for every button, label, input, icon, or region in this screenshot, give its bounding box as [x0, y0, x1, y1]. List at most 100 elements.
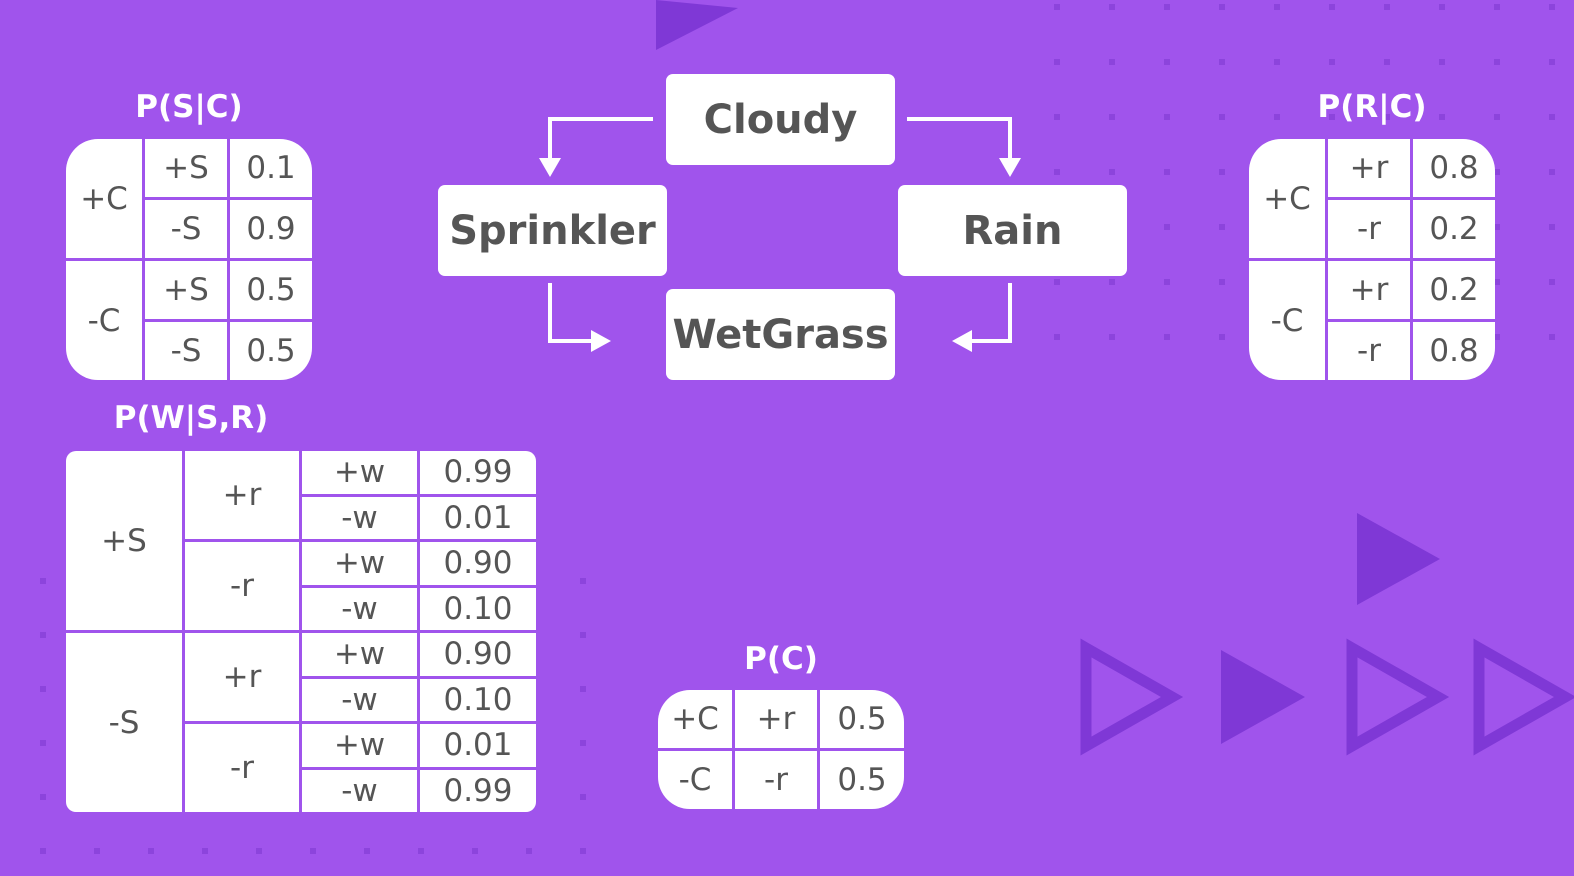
table-cell: 0.01	[420, 496, 536, 539]
table-cell: 0.8	[1413, 322, 1495, 380]
edge-cloudy-sprinkler	[548, 117, 653, 160]
decoration-dot	[148, 848, 154, 854]
decoration-dot	[1384, 59, 1390, 65]
play-triangle-icon	[1221, 650, 1305, 744]
decoration-dot	[1439, 4, 1445, 10]
table-cell: 0.2	[1413, 200, 1495, 258]
play-triangle-icon	[1357, 513, 1440, 605]
cpt-wetgrass-given-sprinkler-rain: +S +r +w 0.99 -w 0.01 -r +w 0.90 -w 0.10…	[66, 451, 536, 812]
decoration-dot	[1054, 4, 1060, 10]
decoration-dot	[1164, 59, 1170, 65]
decoration-dot	[1164, 114, 1170, 120]
decoration-dot	[1219, 334, 1225, 340]
decoration-dot	[1494, 169, 1500, 175]
table-cell: +r	[185, 451, 299, 539]
table-cell: +w	[302, 542, 417, 585]
table-title: P(W|S,R)	[113, 400, 269, 436]
table-cell: +w	[302, 724, 417, 767]
table-cell: 0.99	[420, 769, 536, 812]
decoration-dot	[1109, 334, 1115, 340]
decoration-dot	[1109, 114, 1115, 120]
decoration-dot	[1494, 279, 1500, 285]
decoration-dot	[1219, 4, 1225, 10]
decoration-dot	[1274, 59, 1280, 65]
play-outline-icon	[1473, 638, 1574, 756]
decoration-dot	[1274, 4, 1280, 10]
decoration-dot	[364, 848, 370, 854]
arrowhead-icon	[539, 158, 561, 177]
decoration-dot	[1549, 334, 1555, 340]
decoration-dot	[1384, 114, 1390, 120]
decoration-dot	[418, 848, 424, 854]
table-title: P(S|C)	[135, 89, 243, 125]
diagram-edges	[548, 117, 1012, 343]
table-cell: -C	[1249, 261, 1325, 380]
decoration-dot	[1054, 59, 1060, 65]
decoration-dot	[202, 848, 208, 854]
table-cell: 0.5	[820, 690, 904, 748]
table-cell: +r	[1328, 139, 1410, 197]
table-cell: -w	[302, 496, 417, 539]
table-cell: -C	[658, 751, 732, 809]
decoration-dot	[1219, 224, 1225, 230]
decoration-dot	[580, 686, 586, 692]
table-cell: +S	[66, 451, 182, 630]
table-cell: +C	[66, 139, 142, 258]
decoration-dot	[1109, 279, 1115, 285]
cpt-rain-given-cloudy: +C +r 0.8 -r 0.2 -C +r 0.2 -r 0.8	[1249, 139, 1495, 380]
decoration-dot	[1494, 334, 1500, 340]
table-cell: +w	[302, 633, 417, 676]
table-cell: -w	[302, 678, 417, 721]
table-cell: +r	[1328, 261, 1410, 319]
node-rain: Rain	[898, 185, 1127, 276]
decoration-dot	[40, 740, 46, 746]
table-cell: 0.90	[420, 633, 536, 676]
table-cell: +S	[145, 139, 227, 197]
table-cell: 0.10	[420, 678, 536, 721]
table-cell: 0.2	[1413, 261, 1495, 319]
decoration-dot	[1329, 4, 1335, 10]
decoration-dot	[580, 578, 586, 584]
table-cell: 0.1	[230, 139, 312, 197]
table-cell: -S	[66, 633, 182, 812]
table-cell: +w	[302, 451, 417, 494]
edge-rain-wetgrass	[969, 283, 1012, 343]
table-cell: +C	[658, 690, 732, 748]
table-title: P(R|C)	[1317, 89, 1427, 125]
decoration-dot	[1329, 114, 1335, 120]
arrowhead-icon	[952, 330, 972, 352]
decoration-dot	[1164, 334, 1170, 340]
decoration-dot	[1219, 169, 1225, 175]
node-sprinkler: Sprinkler	[438, 185, 667, 276]
table-cell: 0.5	[820, 751, 904, 809]
table-cell: +r	[185, 633, 299, 721]
decoration-dot	[1494, 114, 1500, 120]
table-cell: 0.5	[230, 261, 312, 319]
table-cell: 0.10	[420, 587, 536, 630]
table-cell: 0.90	[420, 542, 536, 585]
decoration-dot	[256, 848, 262, 854]
play-outline-icon	[1346, 638, 1450, 756]
decoration-dot	[1384, 4, 1390, 10]
cpt-sprinkler-given-cloudy: +C +S 0.1 -S 0.9 -C +S 0.5 -S 0.5	[66, 139, 312, 380]
table-title: P(C)	[744, 641, 818, 677]
node-cloudy: Cloudy	[666, 74, 895, 165]
node-label: Cloudy	[703, 96, 858, 143]
decoration-dot	[1549, 114, 1555, 120]
decoration-dot	[1164, 224, 1170, 230]
table-cell: 0.01	[420, 724, 536, 767]
table-cell: -C	[66, 261, 142, 380]
decoration-dot	[580, 794, 586, 800]
table-cell: +C	[1249, 139, 1325, 258]
decoration-dot	[1109, 59, 1115, 65]
decoration-dot	[526, 848, 532, 854]
node-label: WetGrass	[672, 311, 889, 358]
cpt-cloudy: +C +r 0.5 -C -r 0.5	[658, 690, 904, 809]
decoration-dot	[580, 740, 586, 746]
decoration-dot	[1054, 114, 1060, 120]
play-outline-icon	[1080, 638, 1184, 756]
table-cell: 0.5	[230, 322, 312, 380]
arrowhead-icon	[591, 330, 611, 352]
table-cell: +r	[735, 690, 817, 748]
decoration-dot	[1549, 4, 1555, 10]
